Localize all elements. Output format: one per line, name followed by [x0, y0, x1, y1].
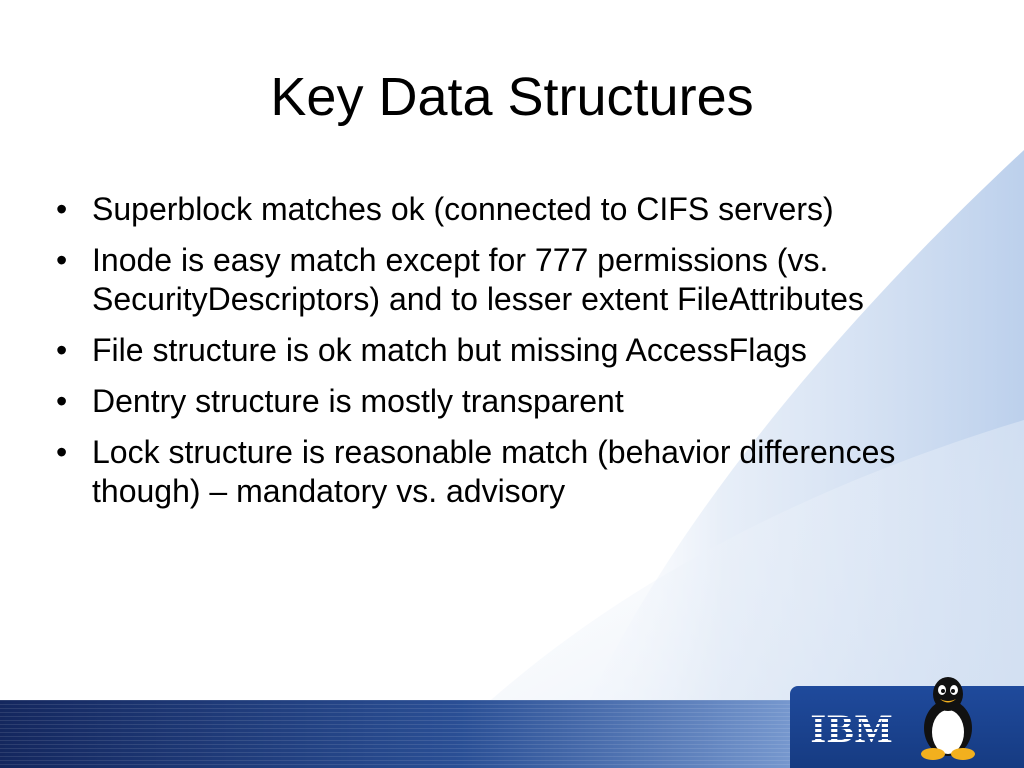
- bullet-dot: •: [56, 332, 68, 368]
- logo-box: IBM: [790, 677, 1024, 768]
- bullet-dot: •: [56, 434, 68, 470]
- bullet-item: • Dentry structure is mostly transparent: [56, 382, 956, 421]
- bullet-list: • Superblock matches ok (connected to CI…: [56, 190, 956, 523]
- bullet-item: • Lock structure is reasonable match (be…: [56, 433, 956, 511]
- bullet-item: • File structure is ok match but missing…: [56, 331, 956, 370]
- tux-penguin-icon: [921, 677, 975, 760]
- ibm-logo-text: IBM: [811, 706, 894, 750]
- bullet-text: Inode is easy match except for 777 permi…: [92, 242, 864, 317]
- bullet-dot: •: [56, 191, 68, 227]
- bullet-text: Superblock matches ok (connected to CIFS…: [92, 191, 834, 227]
- slide-title: Key Data Structures: [270, 67, 754, 127]
- bullet-dot: •: [56, 242, 68, 278]
- bullet-text: Dentry structure is mostly transparent: [92, 383, 624, 419]
- bullet-text: File structure is ok match but missing A…: [92, 332, 807, 368]
- bullet-item: • Superblock matches ok (connected to CI…: [56, 190, 956, 229]
- bullet-text: Lock structure is reasonable match (beha…: [92, 434, 896, 509]
- bullet-dot: •: [56, 383, 68, 419]
- bullet-item: • Inode is easy match except for 777 per…: [56, 241, 956, 319]
- ibm-logo: IBM: [811, 706, 894, 750]
